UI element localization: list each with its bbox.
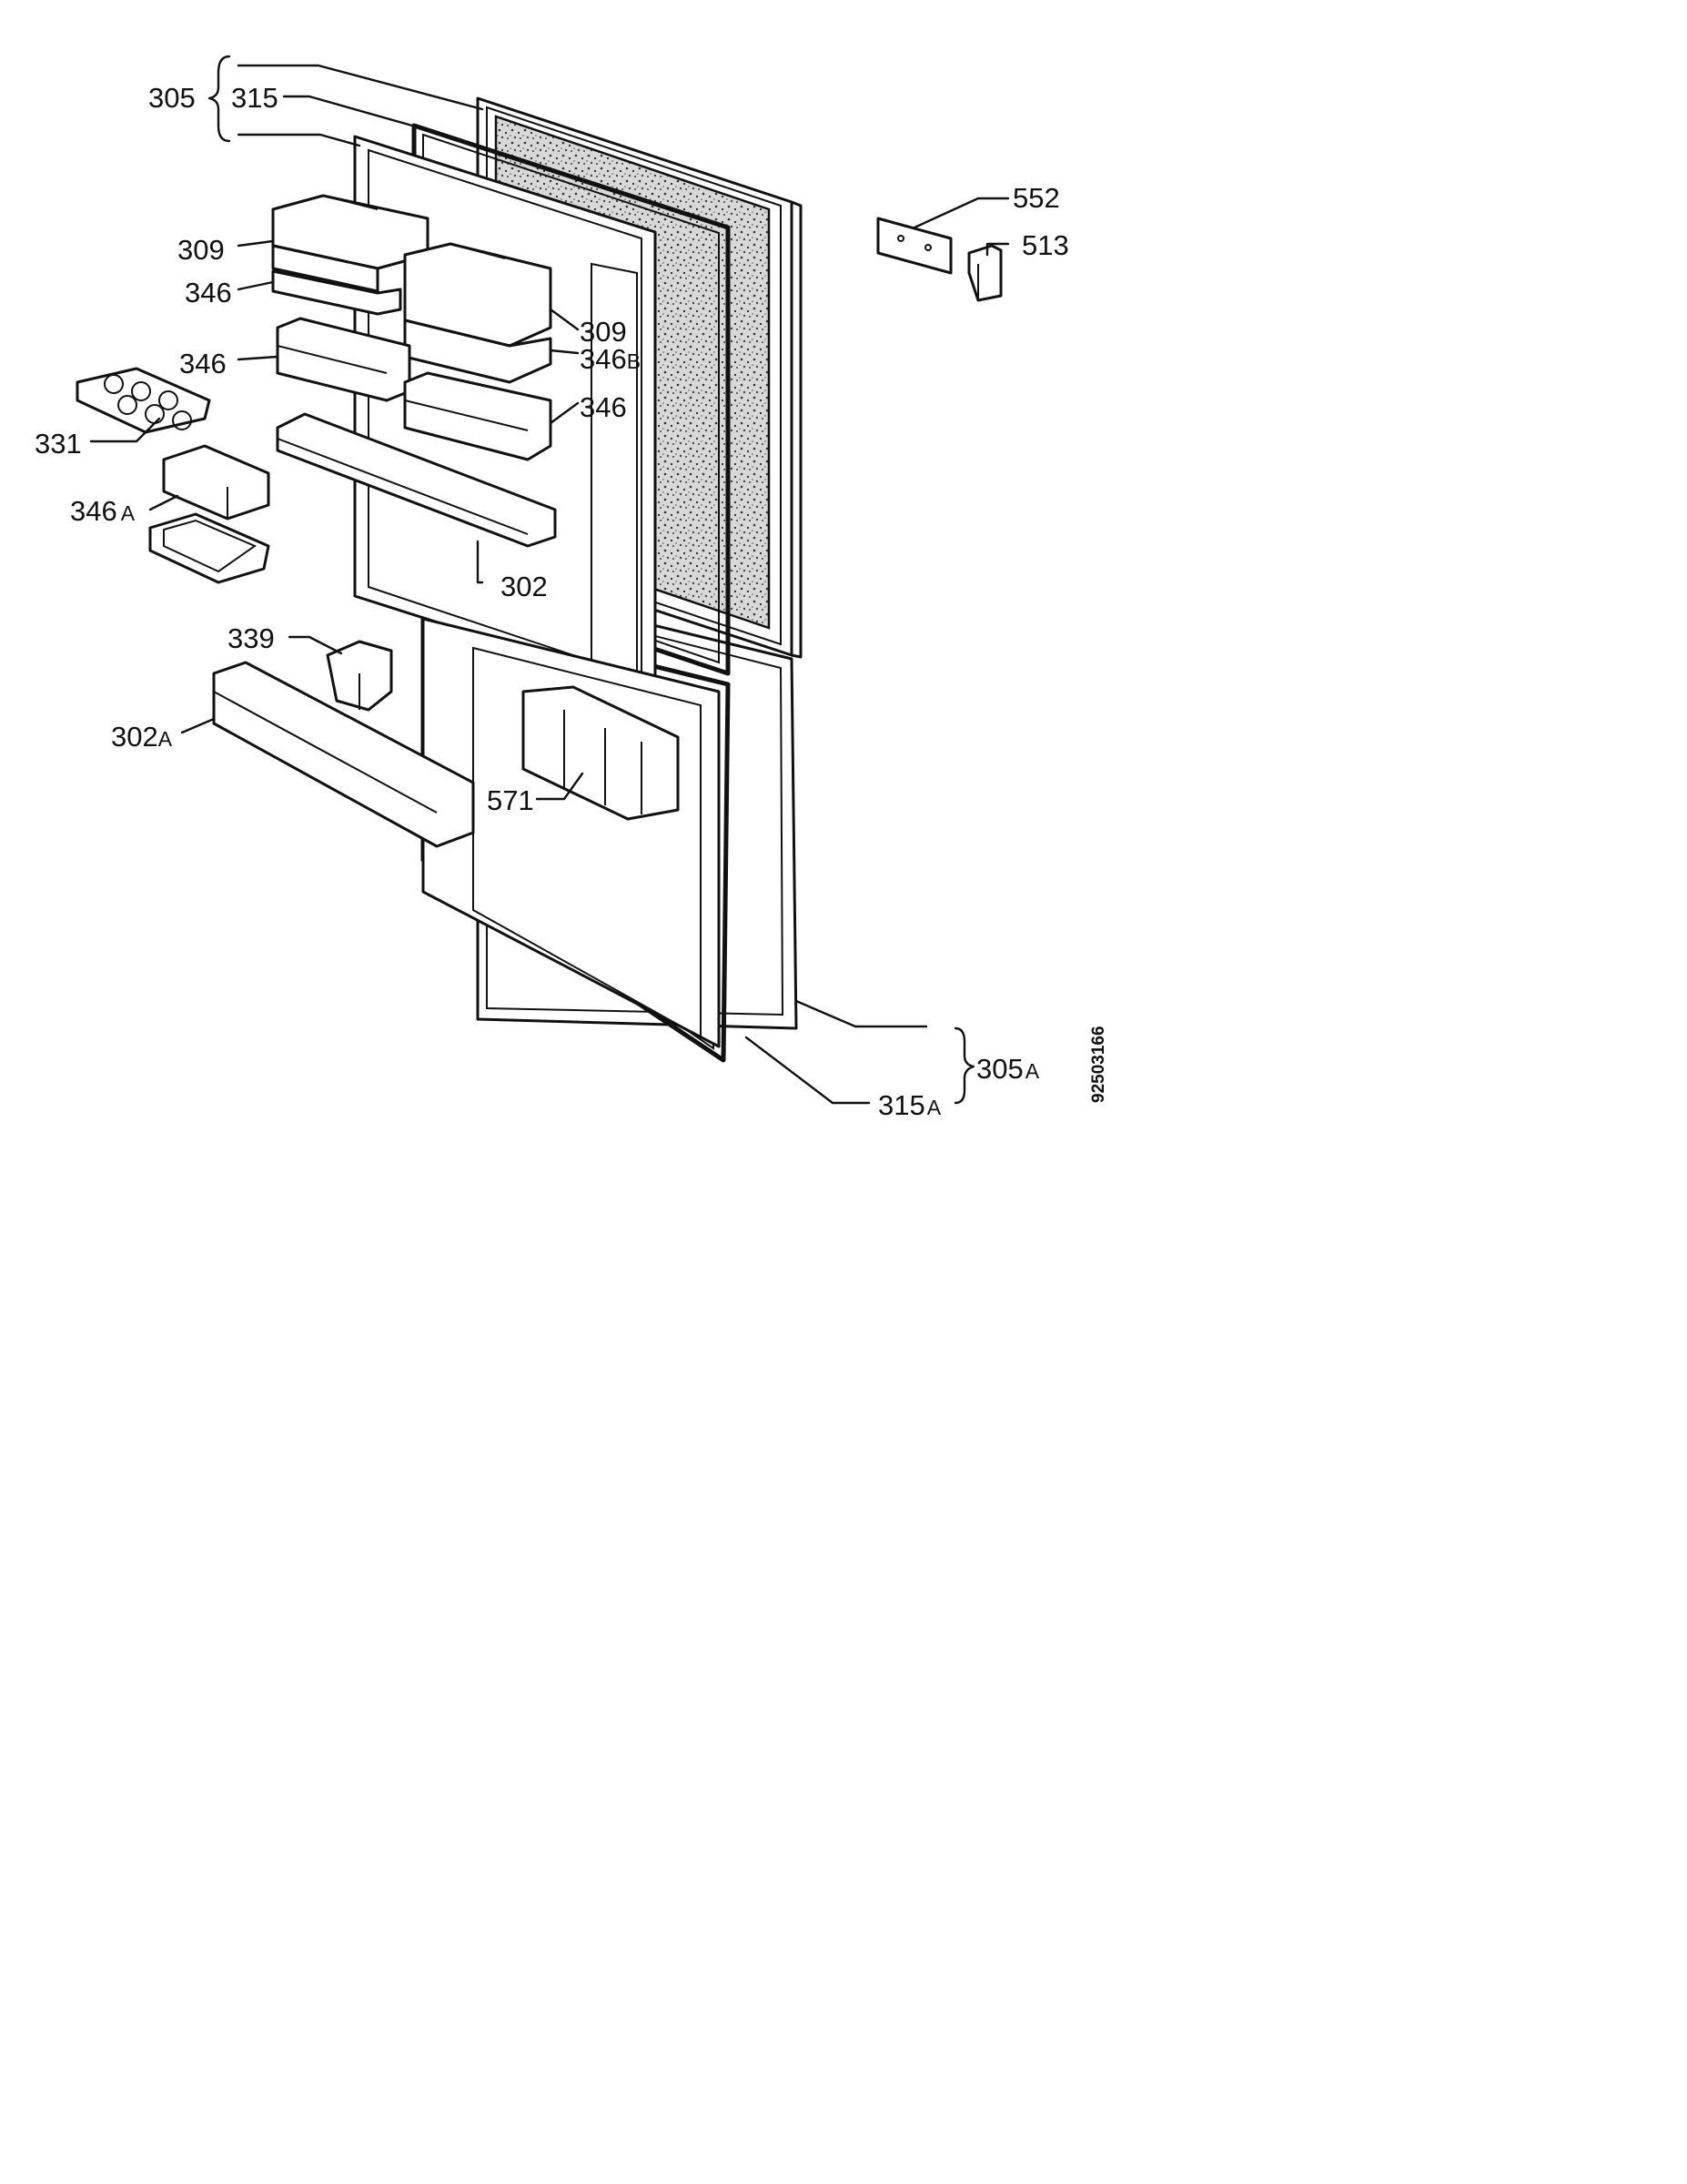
part-346A-butter-tray (148, 512, 270, 584)
brace-305A (954, 1026, 975, 1105)
label-346-top: 346 (185, 277, 232, 308)
part-571-panel (521, 685, 680, 821)
label-339: 339 (227, 622, 275, 654)
label-302A: 302A (111, 721, 173, 753)
part-339-clip (326, 640, 393, 712)
label-305A: 305A (976, 1053, 1040, 1085)
label-346B: 346B (580, 343, 641, 375)
label-309-right: 309 (580, 316, 627, 348)
label-302: 302 (500, 571, 548, 602)
label-571: 571 (487, 784, 534, 816)
part-309-left-dairy-compartment (271, 194, 429, 293)
label-513: 513 (1022, 229, 1069, 261)
label-346-mid: 346 (179, 348, 227, 379)
part-513-bracket (967, 244, 1003, 302)
leader-lines (89, 64, 1010, 1105)
label-309-left: 309 (177, 234, 225, 266)
label-552: 552 (1013, 182, 1060, 214)
part-346A-butter-box (162, 444, 270, 521)
part-302A-bottle-shelf (212, 661, 475, 848)
part-331-egg-tray (76, 367, 211, 434)
label-305: 305 (148, 82, 196, 114)
part-302-long-shelf (276, 412, 557, 548)
part-346-top-left-lid (271, 269, 402, 316)
label-315: 315 (231, 82, 278, 114)
label-315A: 315A (878, 1089, 942, 1121)
part-552-hinge-plate (876, 217, 953, 275)
label-346-right: 346 (580, 391, 627, 423)
part-346-right-shelf (403, 371, 552, 461)
brace-305 (207, 55, 231, 143)
drawing-number: 92503166 (1089, 1026, 1108, 1103)
label-331: 331 (35, 428, 82, 460)
